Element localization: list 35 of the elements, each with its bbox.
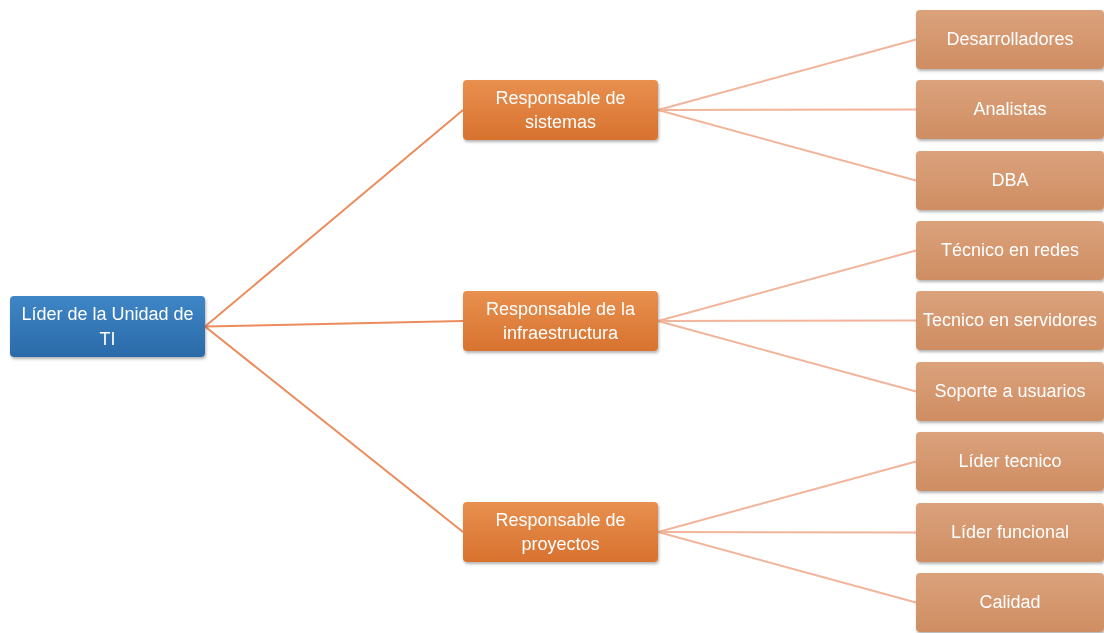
role-label: Líder funcional [950,521,1070,545]
role-box [916,432,1104,491]
role-label: Líder tecnico [958,450,1062,474]
role-label: Responsable de la infraestructura [484,297,637,345]
root-role-box [10,296,205,357]
role-box [463,80,658,140]
connector-line [657,38,917,111]
role-label: Técnico en redes [940,239,1080,263]
role-box [916,151,1104,210]
role-box [916,10,1104,69]
connector-line [204,109,464,328]
role-box [463,291,658,351]
role-label: Tecnico en servidores [922,309,1098,333]
role-label: Calidad [979,591,1041,615]
connector-line [657,109,917,182]
role-label: Soporte a usuarios [934,380,1086,404]
connector-line [657,460,917,533]
role-box [916,80,1104,139]
role-label: Responsable de sistemas [494,86,627,134]
connector-line [204,320,464,328]
role-box [916,573,1104,632]
connector-line [204,325,464,533]
role-label: Desarrolladores [946,28,1074,52]
role-label: DBA [991,169,1029,193]
role-box [916,291,1104,350]
connector-line [657,531,917,604]
role-label: Líder de la Unidad de TI [20,303,195,351]
role-label: Responsable de proyectos [494,508,627,556]
role-box [916,221,1104,280]
connector-line [657,320,917,393]
role-label: Analistas [973,98,1047,122]
connector-line [657,249,917,322]
role-box [916,362,1104,421]
role-box [916,503,1104,562]
role-box [463,502,658,562]
